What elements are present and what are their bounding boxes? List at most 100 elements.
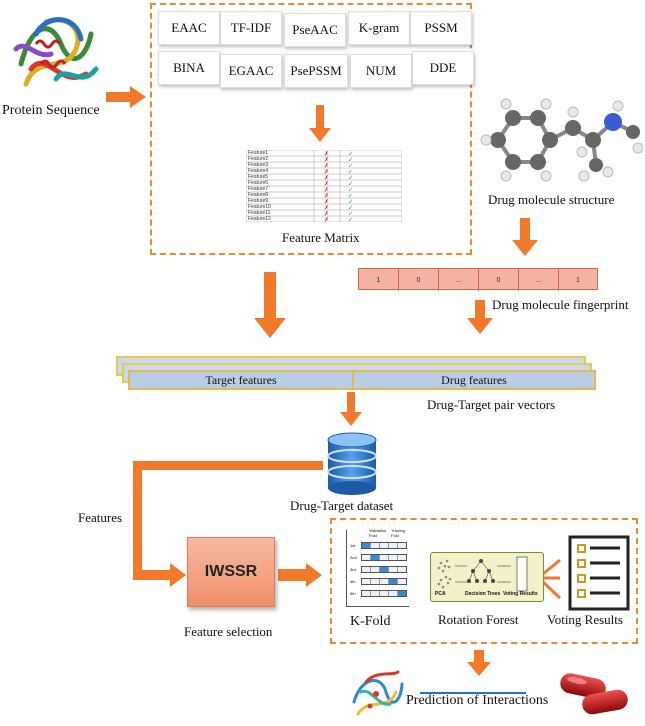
arrow-fingerprint-to-pair bbox=[467, 300, 493, 334]
matrix-check-mark: ✓ bbox=[348, 181, 353, 188]
matrix-cross-mark: ✗ bbox=[324, 175, 329, 182]
kfold-training-segment bbox=[398, 555, 406, 560]
matrix-check-mark: ✓ bbox=[348, 151, 353, 158]
feature-selection-label: Feature selection bbox=[184, 624, 273, 639]
matrix-row-label: Feature7 bbox=[248, 185, 269, 192]
matrix-check-mark: ✓ bbox=[348, 217, 353, 223]
kfold-row-label: 2nd bbox=[350, 555, 357, 560]
kfold-training-header: Training Fold bbox=[391, 528, 406, 538]
kfold-row-label: 1st bbox=[350, 543, 356, 548]
kfold-training-segment bbox=[371, 579, 380, 584]
fingerprint-cell: ... bbox=[439, 269, 479, 291]
matrix-check-mark: ✓ bbox=[348, 211, 353, 218]
arrow-pair-to-dataset bbox=[340, 392, 362, 426]
arrow-to-matrix bbox=[309, 105, 331, 142]
kfold-training-segment bbox=[389, 555, 398, 560]
kfold-training-segment bbox=[389, 543, 398, 548]
kfold-training-segment bbox=[362, 579, 371, 584]
kfold-training-segment bbox=[362, 555, 371, 560]
kfold-training-segment bbox=[371, 543, 380, 548]
kfold-row-bar bbox=[361, 542, 407, 549]
matrix-cross-mark: ✗ bbox=[324, 151, 329, 158]
pair-vectors-label: Drug-Target pair vectors bbox=[427, 397, 556, 412]
kfold-training-segment bbox=[380, 579, 389, 584]
feature-matrix-label: Feature Matrix bbox=[282, 230, 360, 245]
voting-results-label: Voting Results bbox=[547, 612, 623, 627]
kfold-row-label: 3rd bbox=[350, 567, 356, 572]
fingerprint-cell: ... bbox=[519, 269, 559, 291]
arrow-iwssr-to-kfold bbox=[278, 563, 322, 587]
arrow-features-to-pair bbox=[254, 272, 286, 338]
kfold-validation-segment bbox=[362, 543, 371, 548]
fingerprint-bar: 1 0 ... 0 ... 1 bbox=[358, 268, 598, 291]
feature-method: NUM bbox=[350, 54, 412, 88]
kfold-training-segment bbox=[362, 567, 371, 572]
database-icon bbox=[327, 432, 377, 495]
kfold-row-label: 4th bbox=[350, 579, 356, 584]
kfold-validation-segment bbox=[371, 555, 380, 560]
matrix-cross-mark: ✗ bbox=[324, 217, 329, 223]
kfold-training-segment bbox=[362, 591, 371, 596]
feature-extraction-box bbox=[150, 3, 472, 255]
kfold-diagram: Validation Fold Training Fold 1st 2nd 3rd 4… bbox=[346, 528, 409, 607]
kfold-training-segment bbox=[371, 567, 380, 572]
fingerprint-cell: 1 bbox=[359, 269, 399, 291]
feature-method: TF-IDF bbox=[220, 11, 282, 45]
drug-structure-label: Drug molecule structure bbox=[488, 192, 615, 207]
fingerprint-label: Drug molecule fingerprint bbox=[492, 297, 629, 312]
matrix-row-label: Feature12 bbox=[248, 215, 271, 222]
matrix-cross-mark: ✗ bbox=[324, 163, 329, 170]
feature-method: BINA bbox=[158, 51, 220, 85]
matrix-check-mark: ✓ bbox=[348, 199, 353, 206]
matrix-cross-mark: ✗ bbox=[324, 157, 329, 164]
matrix-row-label: Feature11 bbox=[248, 209, 271, 216]
fingerprint-cell: 0 bbox=[399, 269, 439, 291]
arrow-loop-to-iwssr bbox=[133, 563, 186, 587]
protein-structure-icon bbox=[13, 17, 99, 87]
arrow-rf-vote-1 bbox=[542, 558, 561, 576]
target-features-bar: Target features bbox=[128, 370, 354, 390]
drug-features-bar: Drug features bbox=[352, 370, 596, 390]
prediction-label: Prediction of Interactions bbox=[406, 693, 549, 708]
arrow-protein-to-features bbox=[106, 86, 146, 108]
kfold-training-segment bbox=[398, 567, 406, 572]
matrix-row-label: Feature6 bbox=[248, 179, 269, 186]
kfold-training-segment bbox=[389, 567, 398, 572]
kfold-training-segment bbox=[389, 591, 398, 596]
feature-method: PseAAC bbox=[284, 13, 346, 47]
matrix-cross-mark: ✗ bbox=[324, 199, 329, 206]
kfold-validation-segment bbox=[380, 567, 389, 572]
matrix-check-mark: ✓ bbox=[348, 193, 353, 200]
kfold-training-segment bbox=[398, 543, 406, 548]
matrix-row-label: Feature3 bbox=[248, 161, 269, 168]
kfold-validation-header: Validation Fold bbox=[369, 528, 387, 538]
classification-box bbox=[330, 518, 638, 644]
kfold-label: K-Fold bbox=[350, 614, 391, 629]
arrow-to-prediction bbox=[467, 650, 491, 676]
drug-molecule-icon bbox=[480, 98, 643, 182]
arrow-rf-vote-3 bbox=[541, 580, 562, 600]
protein-sequence-label: Protein Sequence bbox=[2, 103, 100, 118]
pca-label: PCA bbox=[435, 591, 446, 597]
feature-matrix-grid: ✗✓✗✓✗✓✗✓✗✓✗✓✗✓✗✓✗✓✗✓✗✓✗✓ bbox=[246, 150, 402, 222]
matrix-row-label: Feature2 bbox=[248, 155, 269, 162]
rotation-forest-label: Rotation Forest bbox=[438, 612, 519, 627]
matrix-cross-mark: ✗ bbox=[324, 193, 329, 200]
matrix-check-mark: ✓ bbox=[348, 187, 353, 194]
features-label: Features bbox=[78, 510, 123, 525]
feature-method: EGAAC bbox=[220, 54, 282, 88]
matrix-cross-mark: ✗ bbox=[324, 169, 329, 176]
feature-method: K-gram bbox=[348, 11, 410, 45]
matrix-cross-mark: ✗ bbox=[324, 187, 329, 194]
decision-trees-label: Decision Trees bbox=[465, 591, 501, 597]
feature-method: PsePSSM bbox=[284, 54, 348, 88]
dataset-label: Drug-Target dataset bbox=[290, 498, 394, 513]
matrix-row-label: Feature5 bbox=[248, 173, 269, 180]
arrow-dataset-loop-side bbox=[133, 461, 142, 579]
matrix-check-mark: ✓ bbox=[348, 169, 353, 176]
arrow-dataset-loop-top bbox=[133, 461, 323, 470]
kfold-row-bar bbox=[361, 590, 407, 597]
kfold-validation-segment bbox=[389, 579, 398, 584]
prediction-line bbox=[420, 692, 526, 694]
